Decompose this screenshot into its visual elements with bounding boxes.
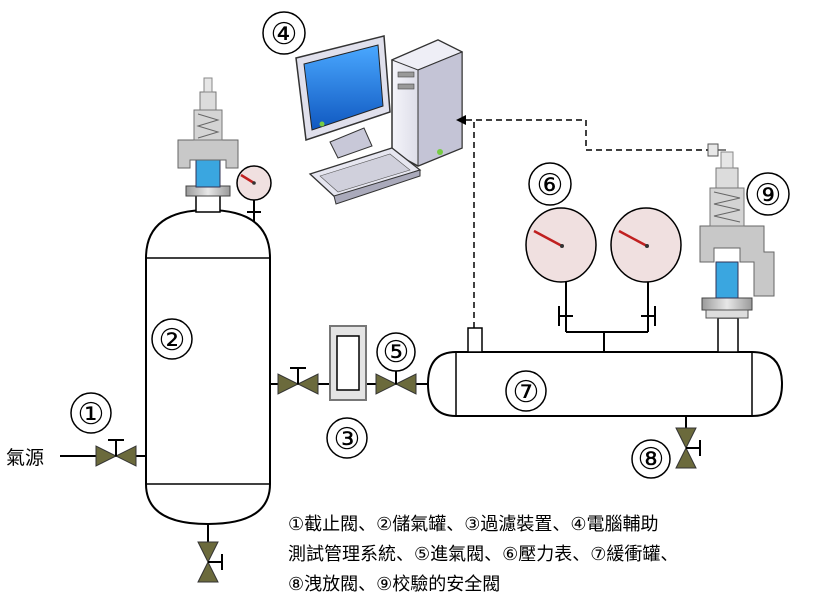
label-6: ⑥ — [528, 162, 572, 206]
tank-pressure-gauge — [236, 165, 272, 222]
tank-safety-valve — [177, 77, 239, 197]
legend: ①截止閥、②儲氣罐、③過濾裝置、④電腦輔助 測試管理系統、⑤進氣閥、⑥壓力表、⑦… — [288, 510, 818, 600]
svg-text:③: ③ — [334, 422, 361, 457]
shutoff-valve — [95, 439, 137, 467]
legend-line-2: 測試管理系統、⑤進氣閥、⑥壓力表、⑦緩衝罐、 — [288, 544, 679, 565]
pressure-gauge-right — [610, 207, 682, 332]
inlet-valve — [375, 367, 417, 395]
pressure-gauge-left — [525, 207, 597, 332]
label-3: ③ — [326, 417, 368, 459]
svg-text:⑧: ⑧ — [638, 442, 665, 477]
label-1: ① — [70, 392, 112, 434]
svg-text:④: ④ — [271, 17, 298, 52]
label-9: ⑨ — [746, 172, 790, 216]
computer-icon — [295, 35, 464, 205]
storage-tank — [145, 193, 271, 542]
filter-device — [329, 325, 367, 401]
svg-text:⑦: ⑦ — [513, 375, 540, 410]
svg-text:⑨: ⑨ — [755, 178, 782, 213]
label-5: ⑤ — [376, 332, 416, 372]
test-safety-valve — [699, 143, 775, 319]
buffer-tank — [426, 317, 784, 428]
label-2: ② — [151, 318, 193, 360]
gas-source-label: 氣源 — [6, 447, 44, 469]
tank-drain-valve — [197, 541, 223, 583]
label-4: ④ — [262, 11, 306, 55]
outlet-valve — [277, 367, 319, 395]
legend-line-1: ①截止閥、②儲氣罐、③過濾裝置、④電腦輔助 — [288, 514, 659, 535]
svg-text:⑤: ⑤ — [383, 335, 410, 370]
label-7: ⑦ — [505, 370, 547, 412]
svg-text:①: ① — [78, 397, 105, 432]
svg-text:②: ② — [159, 323, 186, 358]
relief-valve — [675, 427, 701, 469]
signal-line — [456, 115, 712, 328]
svg-text:⑥: ⑥ — [537, 168, 564, 203]
label-8: ⑧ — [631, 439, 671, 479]
legend-line-3: ⑧洩放閥、⑨校驗的安全閥 — [288, 574, 501, 595]
